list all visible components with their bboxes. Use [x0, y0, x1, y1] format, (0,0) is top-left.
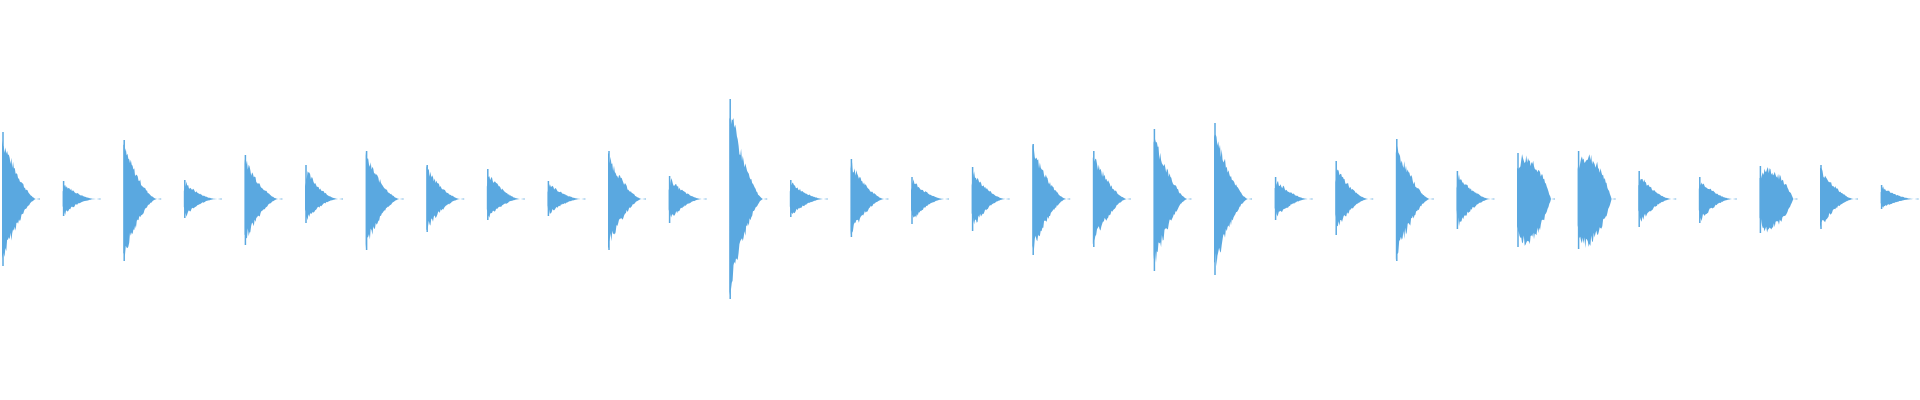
waveform-hit: [971, 171, 1010, 225]
waveform-hit: [911, 179, 949, 218]
waveform-hit: [1092, 157, 1131, 245]
waveform-hit: [1820, 167, 1858, 228]
waveform-hit: [244, 159, 283, 239]
waveform-hit: [1456, 174, 1495, 227]
waveform-hit: [365, 151, 404, 249]
waveform-hit: [1274, 180, 1313, 217]
waveform-hit: [1577, 154, 1616, 249]
waveform-hit: [1395, 144, 1434, 261]
waveform-hit: [608, 152, 646, 249]
waveform-hit: [486, 176, 525, 218]
waveform-hit: [1698, 182, 1737, 222]
waveform-hit: [2, 140, 40, 259]
waveform-hit: [789, 182, 828, 215]
waveform-hit: [1759, 167, 1798, 233]
waveform-hit: [1032, 144, 1071, 251]
waveform-hit: [426, 165, 465, 230]
waveform-hit: [1335, 169, 1374, 227]
waveform-hit: [547, 184, 586, 214]
waveform-hits: [2, 99, 1919, 299]
waveform-hit: [668, 178, 707, 218]
waveform-hit: [123, 143, 162, 256]
waveform-hit: [305, 171, 343, 221]
waveform-hit: [1214, 134, 1252, 267]
waveform-hit: [1638, 178, 1677, 222]
waveform-hit: [183, 181, 222, 217]
waveform-hit: [62, 185, 101, 215]
waveform-hit: [729, 114, 768, 296]
waveform-hit: [1880, 186, 1919, 208]
waveform-hit: [1153, 139, 1192, 263]
waveform-hit: [1517, 154, 1555, 246]
waveform-hit: [850, 162, 889, 235]
